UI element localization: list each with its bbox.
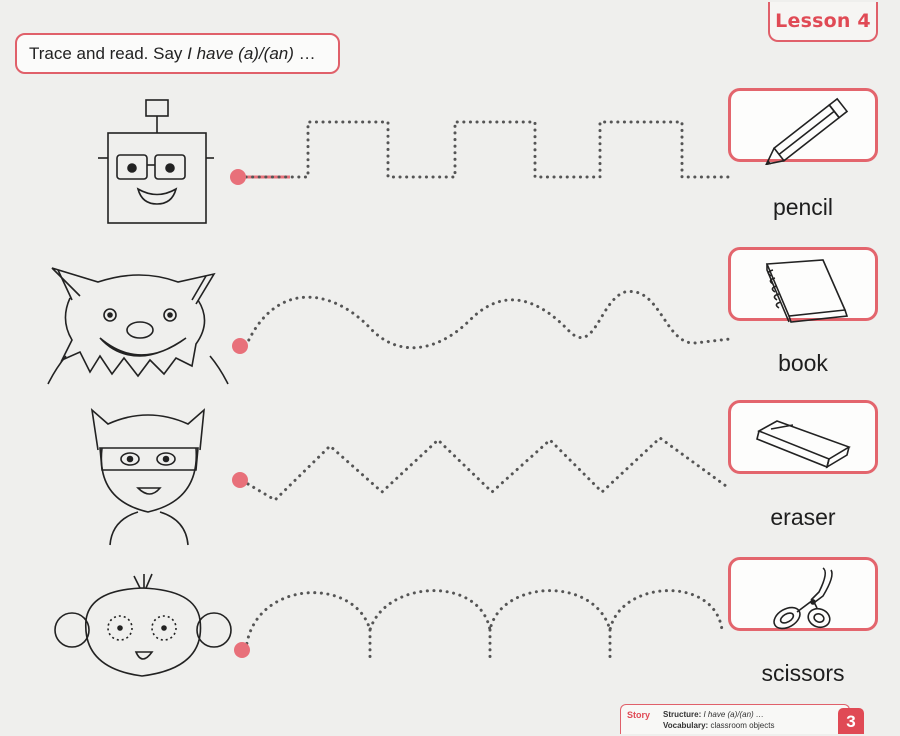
start-dot [232,338,248,354]
eraser-icon [756,420,851,469]
word-label-book: book [778,350,828,376]
instruction-ellipsis: … [298,43,316,63]
book-icon [765,259,849,323]
monster-character [47,267,229,385]
page-number: 3 [838,708,864,734]
instruction-text: Trace and read. Say [29,43,183,63]
vocabulary-value: classroom objects [710,721,775,730]
lesson-tab: Lesson 4 [768,2,878,42]
word-box-scissors [728,557,878,631]
lesson-label: Lesson 4 [775,10,871,32]
instruction-example: I have (a)/(an) [187,43,294,63]
monkey-character [54,573,232,677]
story-label: Story [627,710,651,720]
trace-path-arches [234,589,724,662]
start-dot [230,169,246,185]
pencil-icon [765,97,849,165]
instruction-banner: Trace and read. Say I have (a)/(an) … [15,33,340,74]
robot-character [98,99,214,224]
scissors-icon [773,567,833,630]
trace-path-zigzag [232,436,728,502]
vocabulary-label: Vocabulary: [663,721,709,730]
word-label-pencil: pencil [772,194,834,220]
start-dot [234,642,250,658]
word-box-pencil [728,88,878,165]
word-label-scissors: scissors [761,660,845,686]
word-box-book [728,247,878,323]
start-dot [232,472,248,488]
trace-path-wave [232,290,732,354]
story-footer: Story Structure: I have (a)/(an) … Vocab… [620,704,850,734]
structure-value: I have (a)/(an) … [703,710,764,719]
superhero-boy-character [90,407,205,546]
word-label-eraser: eraser [770,504,836,530]
trace-path-square-wave [230,120,732,185]
word-box-eraser [728,400,878,474]
structure-label: Structure: [663,710,702,719]
